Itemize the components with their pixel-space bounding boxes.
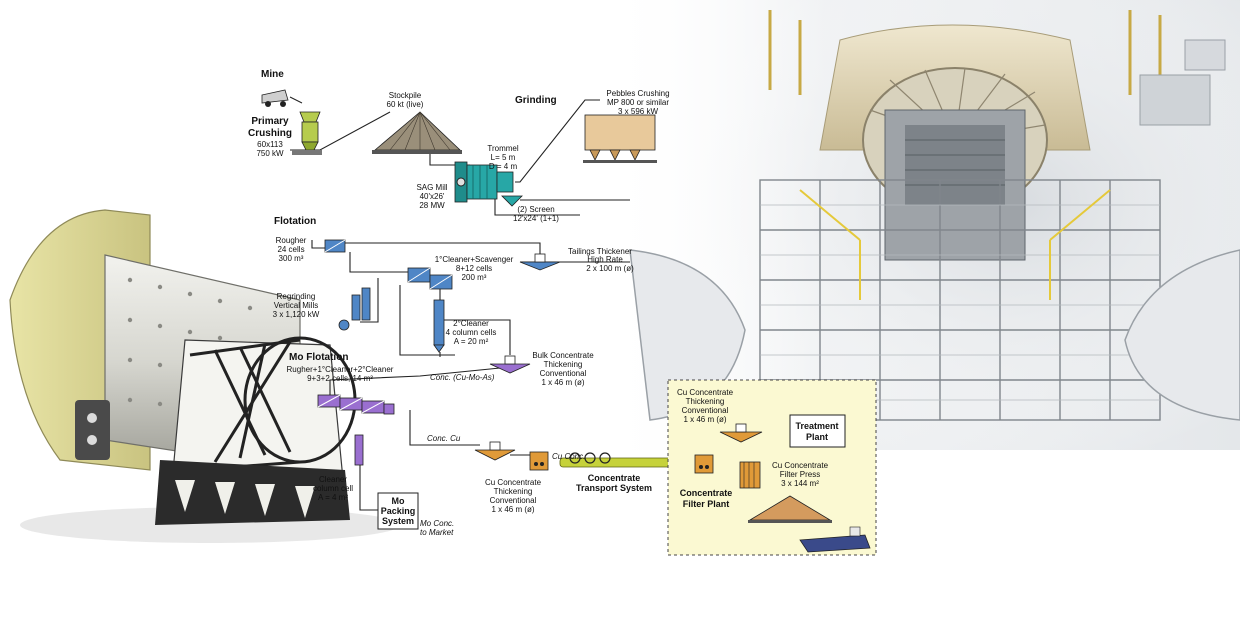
sag-mill-spec-2: 28 MW (419, 201, 445, 210)
diagram-labels: Mine Primary Crushing 60x113 750 kW Stoc… (248, 69, 838, 537)
filter-press-line-1: Cu Concentrate (772, 461, 829, 470)
rougher-spec-2: 300 m³ (279, 254, 304, 263)
screen-icon (501, 195, 523, 207)
cu-thick-plant-line-2: Thickening (686, 397, 725, 406)
cleaner2-title: 2°Cleaner (453, 319, 489, 328)
haul-truck-icon (261, 89, 289, 107)
regrinding-mills-icon (338, 287, 371, 331)
regrinding-title-1: Regrinding (277, 292, 316, 301)
cu-thickener-port-icon (474, 441, 516, 461)
filter-tank-icon (694, 454, 714, 474)
rougher-cells-icon (324, 239, 346, 253)
trommel-spec-2: D = 4 m (489, 162, 518, 171)
transport-line-1: Concentrate (588, 473, 641, 483)
mo-column-line-2: column cell (313, 484, 353, 493)
cleaner1-spec-1: 8+12 cells (456, 264, 492, 273)
concentrate-stockpile-icon (748, 495, 832, 523)
sag-mill-icon (454, 161, 514, 203)
filter-press-line-3: 3 x 144 m² (781, 479, 819, 488)
mo-flotation-heading: Mo Flotation (289, 352, 348, 363)
mine-heading: Mine (261, 69, 284, 80)
cu-thick-plant-line-3: Conventional (682, 406, 729, 415)
ball-mill-illustration (9, 209, 400, 543)
mo-column-line-1: Cleaner (319, 475, 347, 484)
flotation-heading: Flotation (274, 216, 316, 227)
cu-thick-plant-line-1: Cu Concentrate (677, 388, 734, 397)
primary-crusher-icon (299, 111, 321, 151)
tailings-title: Tailings Thickener (568, 247, 632, 256)
tailings-spec-2: 2 x 100 m (ø) (586, 264, 634, 273)
cu-storage-tank-icon (529, 451, 549, 471)
conc-cu-label: Conc. Cu (427, 434, 461, 443)
primary-crushing-spec-2: 750 kW (256, 149, 284, 158)
cleaner1-title: 1°Cleaner+Scavenger (435, 255, 514, 264)
bulk-title-1: Bulk Concentrate (532, 351, 594, 360)
column-cells-icon (433, 299, 445, 353)
treatment-line-2: Plant (806, 432, 828, 442)
treatment-line-1: Treatment (795, 421, 838, 431)
pebbles-title: Pebbles Crushing (606, 89, 669, 98)
mo-packing-box (377, 492, 419, 530)
mo-circuit-line-1: Rugher+1°Cleaner+2°Cleaner (287, 365, 394, 374)
pebbles-spec-1: MP 800 or similar (607, 98, 669, 107)
regrinding-title-2: Vertical Mills (274, 301, 318, 310)
cleaner2-spec-2: A = 20 m² (454, 337, 489, 346)
cu-thick-port-line-2: Thickening (494, 487, 533, 496)
tailings-spec-1: High Rate (587, 255, 623, 264)
mo-market-line-1: Mo Conc. (420, 519, 454, 528)
rougher-title: Rougher (276, 236, 307, 245)
bulk-spec: 1 x 46 m (ø) (541, 378, 584, 387)
bulk-thickener-icon (489, 355, 531, 374)
transport-line-2: Transport System (576, 483, 652, 493)
trommel-title: Trommel (487, 144, 518, 153)
sag-mill-title: SAG Mill (416, 183, 447, 192)
filter-plant-line-2: Filter Plant (683, 499, 730, 509)
mo-circuit-line-2: 9+3+2 cells, 14 m³ (307, 374, 373, 383)
pebbles-spec-2: 3 x 596 kW (618, 107, 658, 116)
stockpile-title: Stockpile (389, 91, 422, 100)
cu-thick-port-line-1: Cu Concentrate (485, 478, 542, 487)
primary-crushing-spec-1: 60x113 (257, 140, 283, 149)
primary-crushing-title-1: Primary (251, 116, 289, 127)
stockpile-icon (372, 111, 462, 154)
screen-spec: 12'x24' (1+1) (513, 214, 559, 223)
regrinding-spec: 3 x 1,120 kW (273, 310, 320, 319)
bulk-title-2: Thickening (544, 360, 583, 369)
mo-packing-line-2: Packing (381, 506, 416, 516)
cleaner-scavenger-cells-icon (407, 267, 453, 290)
ship-icon (799, 526, 871, 553)
screen-title: (2) Screen (517, 205, 554, 214)
sag-mill-spec-1: 40'x26' (420, 192, 445, 201)
conc-cumoas-label: Conc. (Cu-Mo-As) (430, 373, 495, 382)
mo-flotation-cells-icon (317, 394, 395, 415)
cu-thick-plant-line-4: 1 x 46 m (ø) (683, 415, 726, 424)
pebbles-crusher-icon (583, 114, 657, 163)
cu-conc-label: Cu Conc. (552, 452, 585, 461)
filter-press-line-2: Filter Press (780, 470, 820, 479)
grinding-heading: Grinding (515, 95, 557, 106)
mo-packing-line-3: System (382, 516, 414, 526)
rougher-spec-1: 24 cells (277, 245, 304, 254)
mo-market-line-2: to Market (420, 528, 454, 537)
cleaner2-spec-1: 4 column cells (446, 328, 497, 337)
filter-plant-line-1: Concentrate (680, 488, 733, 498)
cleaner1-spec-2: 200 m³ (462, 273, 487, 282)
mo-column-cell-icon (354, 434, 364, 466)
mo-column-line-3: A = 4 m² (318, 493, 348, 502)
trommel-spec-1: L= 5 m (491, 153, 516, 162)
mo-packing-line-1: Mo (392, 496, 405, 506)
filter-press-icon (739, 461, 761, 489)
treatment-plant-box (789, 414, 846, 448)
plant-photo-background (600, 0, 1240, 450)
primary-crushing-title-2: Crushing (248, 128, 292, 139)
cu-thickener-plant-icon (719, 423, 763, 443)
bulk-title-3: Conventional (540, 369, 587, 378)
cu-thick-port-line-3: Conventional (490, 496, 537, 505)
cu-thick-port-line-4: 1 x 46 m (ø) (491, 505, 534, 514)
tailings-thickener-icon (519, 253, 561, 271)
stockpile-spec: 60 kt (live) (387, 100, 424, 109)
